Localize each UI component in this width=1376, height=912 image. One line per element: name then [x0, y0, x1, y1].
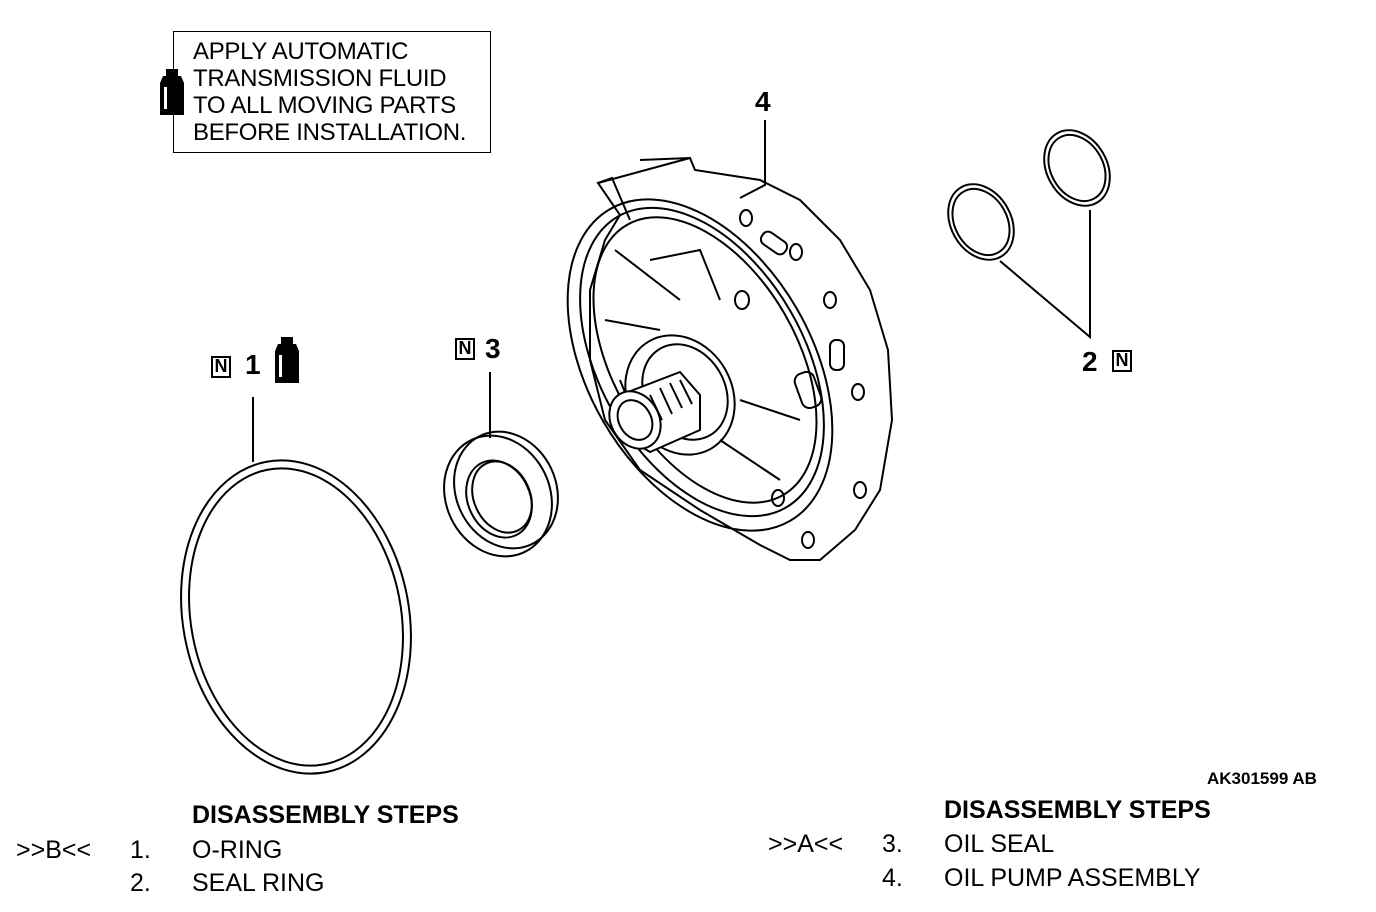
right-step-label-1: OIL SEAL: [944, 830, 1055, 858]
right-step-marker-1: >>A<<: [768, 830, 844, 858]
leader-line-4: [739, 120, 766, 199]
new-part-mark-1: N: [211, 356, 231, 378]
fluid-bottle-icon: [160, 69, 184, 115]
left-step-num-1: 1.: [130, 836, 151, 864]
figure-code: AK301599 AB: [1207, 769, 1317, 788]
left-steps-title: DISASSEMBLY STEPS: [192, 801, 459, 829]
callout-part-4: 4: [755, 86, 771, 117]
left-step-label-2: SEAL RING: [192, 869, 325, 897]
fluid-application-note: APPLY AUTOMATIC TRANSMISSION FLUID TO AL…: [193, 38, 467, 146]
callout-part-1: 1: [245, 349, 261, 380]
oil-pump-drawing: [566, 156, 894, 561]
callout-part-3: 3: [485, 333, 501, 364]
new-part-mark-3: N: [455, 338, 475, 360]
o-ring-drawing: [180, 459, 412, 775]
right-step-label-2: OIL PUMP ASSEMBLY: [944, 864, 1201, 892]
left-step-label-1: O-RING: [192, 836, 283, 864]
seal-rings-drawing: [947, 129, 1111, 261]
right-steps-title: DISASSEMBLY STEPS: [944, 796, 1211, 824]
right-step-num-2: 4.: [882, 864, 903, 892]
oil-seal-drawing: [443, 430, 559, 558]
fluid-bottle-icon: [275, 337, 299, 383]
new-part-mark-2: N: [1112, 350, 1132, 372]
right-step-num-1: 3.: [882, 830, 903, 858]
leader-line-2: [999, 210, 1091, 340]
left-step-marker-1: >>B<<: [16, 836, 92, 864]
left-step-num-2: 2.: [130, 869, 151, 897]
callout-part-2: 2: [1082, 346, 1098, 377]
